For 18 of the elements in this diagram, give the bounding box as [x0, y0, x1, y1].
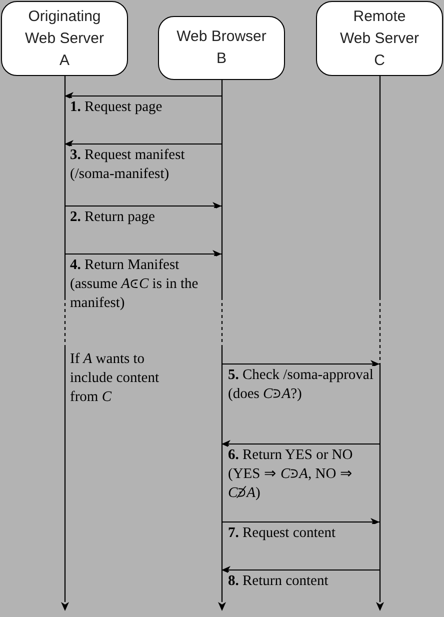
message-label: 7. Request content: [228, 524, 378, 543]
participant-name: Remote Web Server: [339, 6, 420, 48]
message-arrow: [222, 518, 380, 526]
participant-name: Web Browser: [176, 27, 266, 47]
message-label: 5. Check /soma-approval (does C⪾A?): [228, 366, 378, 404]
message-arrow: [64, 202, 222, 210]
message-label: 2. Return page: [70, 208, 216, 227]
participant-id: B: [216, 49, 226, 69]
participant-id: A: [59, 50, 70, 70]
message-label: 4. Return Manifest (assume A⪽C is in the manifest): [70, 256, 216, 313]
message-arrow: [222, 566, 380, 574]
message-arrow: [64, 250, 222, 258]
message-arrow: [64, 92, 222, 100]
message-arrow: [222, 440, 380, 448]
message-arrow: [222, 360, 380, 368]
participant-id: C: [374, 50, 385, 70]
participant-name: Originating Web Server: [24, 6, 105, 48]
message-arrow: [64, 140, 222, 148]
